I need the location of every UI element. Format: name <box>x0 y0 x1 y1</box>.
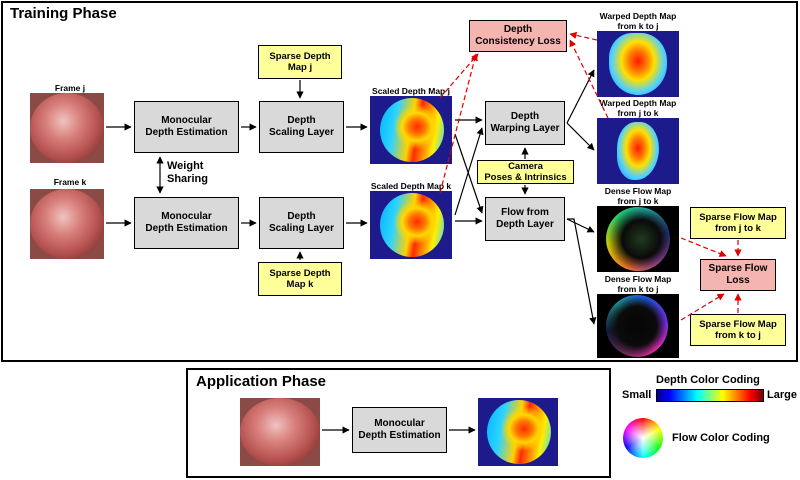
warped-depth-map-j-to-k-caption: Warped Depth Map from j to k <box>599 98 677 118</box>
depth-legend-small-label: Small <box>622 389 652 401</box>
depth-legend-large-label: Large <box>767 389 797 401</box>
scaled-depth-map-k-image <box>370 191 452 259</box>
loss-arrow-map-k-to-consistency <box>439 53 478 194</box>
frame-k-image <box>30 189 104 259</box>
flow-color-coding-label: Flow Color Coding <box>672 432 770 444</box>
scaled-depth-map-k-caption: Scaled Depth Map k <box>370 181 452 191</box>
loss-arrow-dense-kj-to-sparse-loss <box>680 293 725 321</box>
dense-flow-map-j-to-k-caption: Dense Flow Map from j to k <box>604 186 672 206</box>
warped-depth-map-k-to-j-caption: Warped Depth Map from k to j <box>599 11 677 31</box>
frame-j-caption: Frame j <box>54 83 86 93</box>
weight-sharing-label: Weight Sharing <box>167 160 208 185</box>
warped-depth-map-j-to-k-image <box>597 118 679 184</box>
flow-color-wheel-icon <box>623 418 663 458</box>
frame-j-image <box>30 93 104 163</box>
sparse-flow-loss: Sparse Flow Loss <box>700 259 776 291</box>
application-monocular-depth-estimation: Monocular Depth Estimation <box>352 407 447 453</box>
loss-arrow-map-j-to-consistency <box>439 53 479 99</box>
training-phase-title: Training Phase <box>10 5 117 22</box>
training-phase-panel <box>1 1 798 362</box>
dense-flow-map-k-to-j-image <box>597 294 679 358</box>
arrow-map-k-to-warping <box>454 127 484 216</box>
frame-k-caption: Frame k <box>53 177 87 187</box>
depth-consistency-loss: Depth Consistency Loss <box>469 20 567 52</box>
arrow-flow-to-dense-kj <box>567 218 597 325</box>
sparse-depth-map-k: Sparse Depth Map k <box>258 262 342 296</box>
application-depth-map <box>478 398 558 466</box>
arrow-map-j-to-flow <box>454 133 484 214</box>
sparse-flow-map-j-to-k: Sparse Flow Map from j to k <box>690 207 786 239</box>
loss-arrow-warped-kj-to-consistency <box>569 31 598 41</box>
flow-from-depth-layer: Flow from Depth Layer <box>485 197 565 241</box>
depth-color-coding-title: Depth Color Coding <box>656 374 760 386</box>
application-phase-title: Application Phase <box>196 373 327 390</box>
depth-warping-layer: Depth Warping Layer <box>485 101 565 145</box>
application-phase-panel <box>186 368 611 478</box>
dense-flow-map-j-to-k-image <box>597 206 679 272</box>
arrow-warping-to-warped-kj <box>566 69 595 124</box>
warped-depth-map-k-to-j-image <box>597 31 679 97</box>
depth-scaling-layer-j: Depth Scaling Layer <box>259 101 344 153</box>
monocular-depth-estimation-j: Monocular Depth Estimation <box>134 101 239 153</box>
scaled-depth-map-j-image <box>370 96 452 164</box>
application-input-frame <box>240 398 320 466</box>
sparse-flow-map-k-to-j: Sparse Flow Map from k to j <box>690 314 786 346</box>
depth-scaling-layer-k: Depth Scaling Layer <box>259 197 344 249</box>
loss-arrow-dense-jk-to-sparse-loss <box>680 237 727 257</box>
loss-arrow-warped-jk-to-consistency <box>569 39 609 119</box>
arrow-warping-to-warped-jk <box>566 122 595 151</box>
monocular-depth-estimation-k: Monocular Depth Estimation <box>134 197 239 249</box>
dense-flow-map-k-to-j-caption: Dense Flow Map from k to j <box>604 274 672 294</box>
sparse-depth-map-j: Sparse Depth Map j <box>258 45 342 79</box>
arrow-flow-to-dense-jk <box>566 218 595 233</box>
scaled-depth-map-j-caption: Scaled Depth Map j <box>372 86 450 96</box>
depth-color-bar <box>656 389 764 402</box>
camera-poses-intrinsics: Camera Poses & Intrinsics <box>477 160 574 184</box>
